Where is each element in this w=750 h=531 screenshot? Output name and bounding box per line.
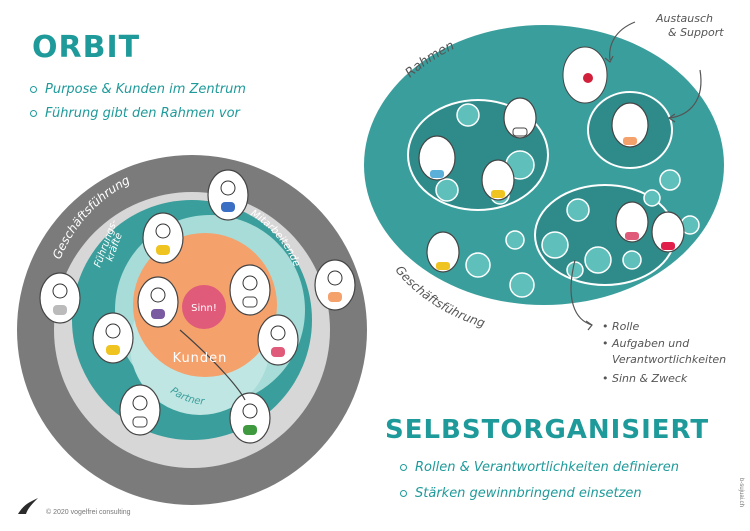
copyright-text: © 2020 vogelfrei consulting	[46, 509, 131, 516]
bullet-dot	[400, 464, 407, 471]
vertical-credit: b-sujuai.ch	[738, 478, 744, 508]
orbit-bullet-1: Purpose & Kunden im Zentrum	[30, 82, 246, 97]
note-aufgaben: • Aufgaben und	[602, 337, 690, 350]
note-verantwortlichkeiten: Verantwortlichkeiten	[612, 353, 727, 366]
notes-arrow	[570, 259, 593, 326]
support-label: & Support	[668, 26, 724, 39]
note-sinn-text: Sinn & Zweck	[612, 372, 688, 385]
orbit-bullet-1-text: Purpose & Kunden im Zentrum	[45, 82, 246, 97]
note-aufgaben-text: Aufgaben und	[612, 337, 690, 350]
sinn-core	[182, 285, 226, 329]
selbst-bullet-1: Rollen & Verantwortlichkeiten definieren	[400, 460, 679, 475]
bullet-dot	[400, 490, 407, 497]
support-arrow	[669, 69, 702, 119]
austausch-arrow	[609, 21, 636, 61]
orbit-title: ORBIT	[32, 30, 141, 65]
selbst-bullet-2: Stärken gewinnbringend einsetzen	[400, 486, 642, 501]
selbstorganisiert-title: SELBSTORGANISIERT	[385, 415, 710, 445]
kunden-label: Kunden	[173, 351, 228, 366]
selbst-bullet-2-text: Stärken gewinnbringend einsetzen	[415, 486, 642, 501]
orbit-bullet-2-text: Führung gibt den Rahmen vor	[45, 106, 240, 121]
orbit-bullet-2: Führung gibt den Rahmen vor	[30, 106, 240, 121]
note-sinn: • Sinn & Zweck	[602, 372, 688, 385]
bullet-dot	[30, 86, 37, 93]
note-rolle: • Rolle	[602, 320, 640, 333]
austausch-label: Austausch	[656, 12, 714, 25]
note-rolle-text: Rolle	[612, 320, 640, 333]
selbst-bullet-1-text: Rollen & Verantwortlichkeiten definieren	[415, 460, 679, 475]
bird-logo-icon	[18, 498, 38, 514]
bullet-dot	[30, 110, 37, 117]
sinn-label: Sinn!	[191, 303, 217, 314]
